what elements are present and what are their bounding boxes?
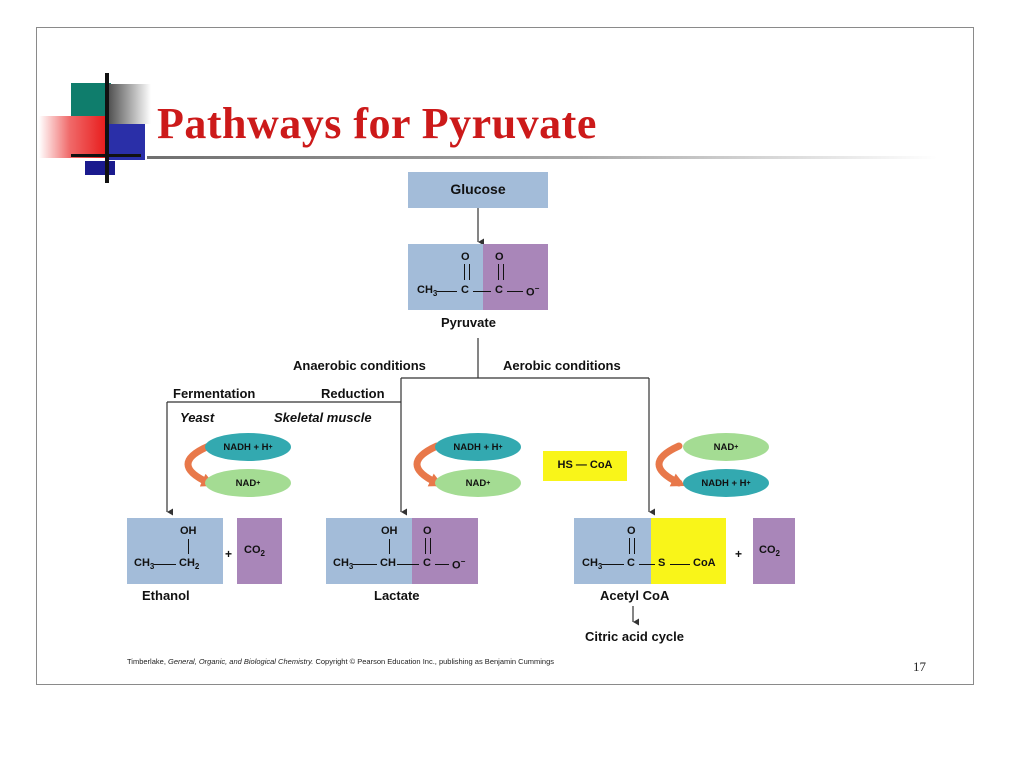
acetyl-coa-box (651, 518, 726, 584)
nadh-oval-fermentation: NADH + H+ (205, 433, 291, 461)
nadh-oval-aerobic: NADH + H+ (683, 469, 769, 497)
pyruvate-c1: C (461, 284, 469, 296)
lactate-oh-bond (389, 539, 390, 554)
vertical-rule (105, 73, 109, 183)
co2-label-acetyl: CO2 (759, 544, 780, 559)
acetyl-plus: + (735, 547, 743, 561)
acetyl-coa-text: CoA (693, 557, 716, 569)
horizontal-rule (71, 154, 141, 157)
reduction-label: Reduction (321, 386, 385, 401)
hscoa-label: HS — CoA (557, 459, 613, 471)
ethanol-bond (154, 564, 176, 565)
acetyl-bond-a (602, 564, 624, 565)
ethanol-box (127, 518, 223, 584)
yeast-label: Yeast (180, 410, 215, 425)
ethanol-plus: + (225, 547, 233, 561)
slide: Pathways for Pyruvate (36, 27, 974, 685)
lactate-ch3: CH3 (333, 557, 354, 572)
acetyl-methyl-box (574, 518, 651, 584)
pyruvate-double-bond-1 (464, 264, 470, 280)
footer-book: General, Organic, and Biological Chemist… (168, 657, 314, 666)
lactate-methyl-box (326, 518, 412, 584)
acetyl-double-bond (629, 538, 635, 554)
footer-copyright: Copyright © Pearson Education Inc., publ… (315, 657, 555, 666)
pyruvate-o1: O (461, 251, 470, 263)
pyruvate-c2: C (495, 284, 503, 296)
footer-author: Timberlake, (127, 657, 166, 666)
acetyl-bond-b (639, 564, 655, 565)
lactate-carboxyl-box (412, 518, 478, 584)
acetyl-c: C (627, 557, 635, 569)
nad-oval-aerobic: NAD+ (683, 433, 769, 461)
lactate-bond-b (397, 564, 419, 565)
lactate-ominus: O− (452, 557, 466, 572)
decorative-logo-blocks (37, 28, 157, 188)
ethanol-label: Ethanol (142, 588, 190, 603)
pyruvate-o2: O (495, 251, 504, 263)
nadh-oval-reduction: NADH + H+ (435, 433, 521, 461)
lactate-label: Lactate (374, 588, 420, 603)
title-underline (147, 156, 937, 159)
ethanol-ch2: CH2 (179, 557, 200, 572)
pyruvate-label: Pyruvate (441, 315, 496, 330)
glucose-label: Glucose (450, 181, 506, 197)
pyruvate-bond-c (507, 291, 523, 292)
lactate-bond-c (435, 564, 449, 565)
connector-lines (166, 208, 686, 626)
fermentation-curved-arrow (184, 442, 216, 487)
page-number: 17 (913, 659, 926, 674)
ethanol-oh-bond (188, 539, 189, 554)
slide-footer: Timberlake, General, Organic, and Biolog… (127, 657, 554, 666)
glucose-box (408, 172, 548, 208)
lactate-double-bond (425, 538, 431, 554)
pyruvate-ch3: CH3 (417, 284, 438, 299)
pyruvate-ominus: O− (526, 284, 540, 299)
red-gradient-square (39, 116, 107, 158)
aerobic-label: Aerobic conditions (503, 358, 621, 373)
citric-acid-cycle-label: Citric acid cycle (585, 629, 684, 644)
anaerobic-label: Anaerobic conditions (293, 358, 426, 373)
fermentation-label: Fermentation (173, 386, 256, 401)
pyruvate-bond-b (473, 291, 491, 292)
shadow-square (107, 84, 151, 124)
nad-oval-reduction: NAD+ (435, 469, 521, 497)
lactate-ch: CH (380, 557, 396, 569)
lactate-c: C (423, 557, 431, 569)
pyruvate-methyl-box (408, 244, 483, 310)
acetyl-s: S (658, 557, 666, 569)
skeletal-muscle-label: Skeletal muscle (274, 410, 372, 425)
co2-box-acetyl (753, 518, 795, 584)
lactate-oh: OH (381, 525, 398, 537)
pyruvate-carboxyl-box (483, 244, 548, 310)
nad-oval-fermentation: NAD+ (205, 469, 291, 497)
lactate-o: O (423, 525, 432, 537)
reduction-curved-arrow (413, 442, 444, 487)
co2-box-ethanol (237, 518, 282, 584)
slide-title: Pathways for Pyruvate (157, 99, 597, 148)
acetyl-ch3: CH3 (582, 557, 603, 572)
pyruvate-bond-a (437, 291, 457, 292)
acetyl-o: O (627, 525, 636, 537)
aerobic-curved-arrow (655, 442, 686, 487)
ethanol-ch3: CH3 (134, 557, 155, 572)
acetyl-bond-c (670, 564, 690, 565)
pyruvate-double-bond-2 (498, 264, 504, 280)
ethanol-oh: OH (180, 525, 197, 537)
hscoa-box (543, 451, 627, 481)
co2-label-ethanol: CO2 (244, 544, 265, 559)
acetylcoa-label: Acetyl CoA (600, 588, 670, 603)
lactate-bond-a (353, 564, 377, 565)
